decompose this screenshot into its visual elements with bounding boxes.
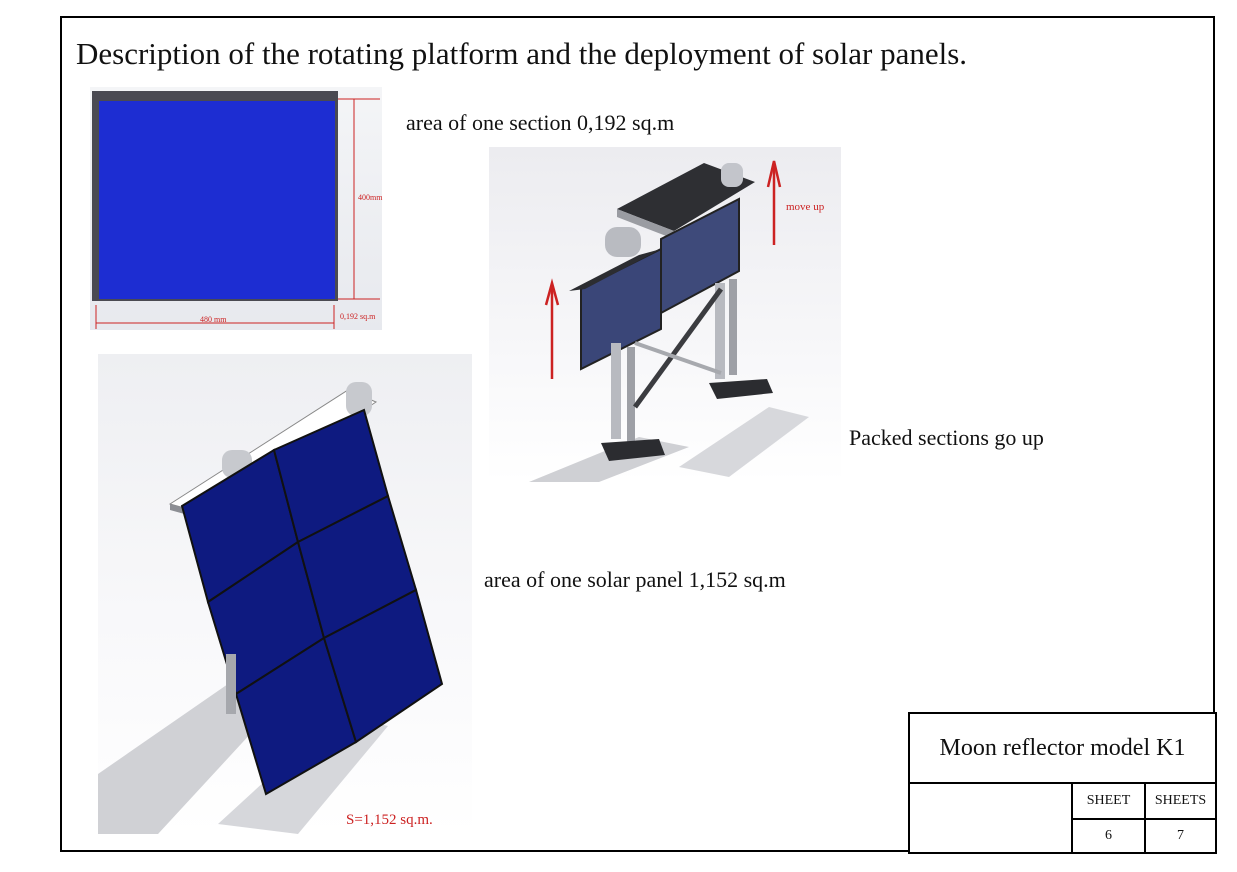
packed-sections-caption: Packed sections go up (849, 425, 1044, 450)
dimension-width-label: 480 mm (200, 315, 227, 324)
section-frame (92, 91, 338, 301)
drawing-frame (60, 16, 1215, 852)
title-block: Moon reflector model K1 SHEET SHEETS 6 7 (908, 712, 1217, 854)
deployed-panel-render: S=1,152 sq.m. (98, 354, 472, 834)
section-panel (99, 101, 335, 299)
dimension-area-label: 0,192 sq.m (340, 312, 376, 321)
deployed-panel-illustration (98, 382, 444, 834)
page-title: Description of the rotating platform and… (76, 36, 968, 71)
sheet-label: SHEET (1071, 784, 1144, 820)
section-drawing: 400mm 480 mm 0,192 sq.m (90, 87, 382, 330)
sheets-count: 7 (1144, 820, 1215, 852)
sheet-number: 6 (1071, 820, 1144, 852)
packed-sections-illustration (529, 160, 809, 482)
solar-panel-area-caption: area of one solar panel 1,152 sq.m (484, 567, 786, 592)
sheets-label: SHEETS (1144, 784, 1215, 820)
model-name: Moon reflector model K1 (910, 714, 1215, 784)
move-up-label: move up (786, 201, 825, 213)
section-area-caption: area of one section 0,192 sq.m (406, 110, 675, 135)
section-dimension-lines (95, 98, 380, 329)
panel-area-label: S=1,152 sq.m. (346, 812, 433, 828)
dimension-height-label: 400mm (358, 193, 383, 202)
packed-sections-render: move up (489, 147, 841, 482)
